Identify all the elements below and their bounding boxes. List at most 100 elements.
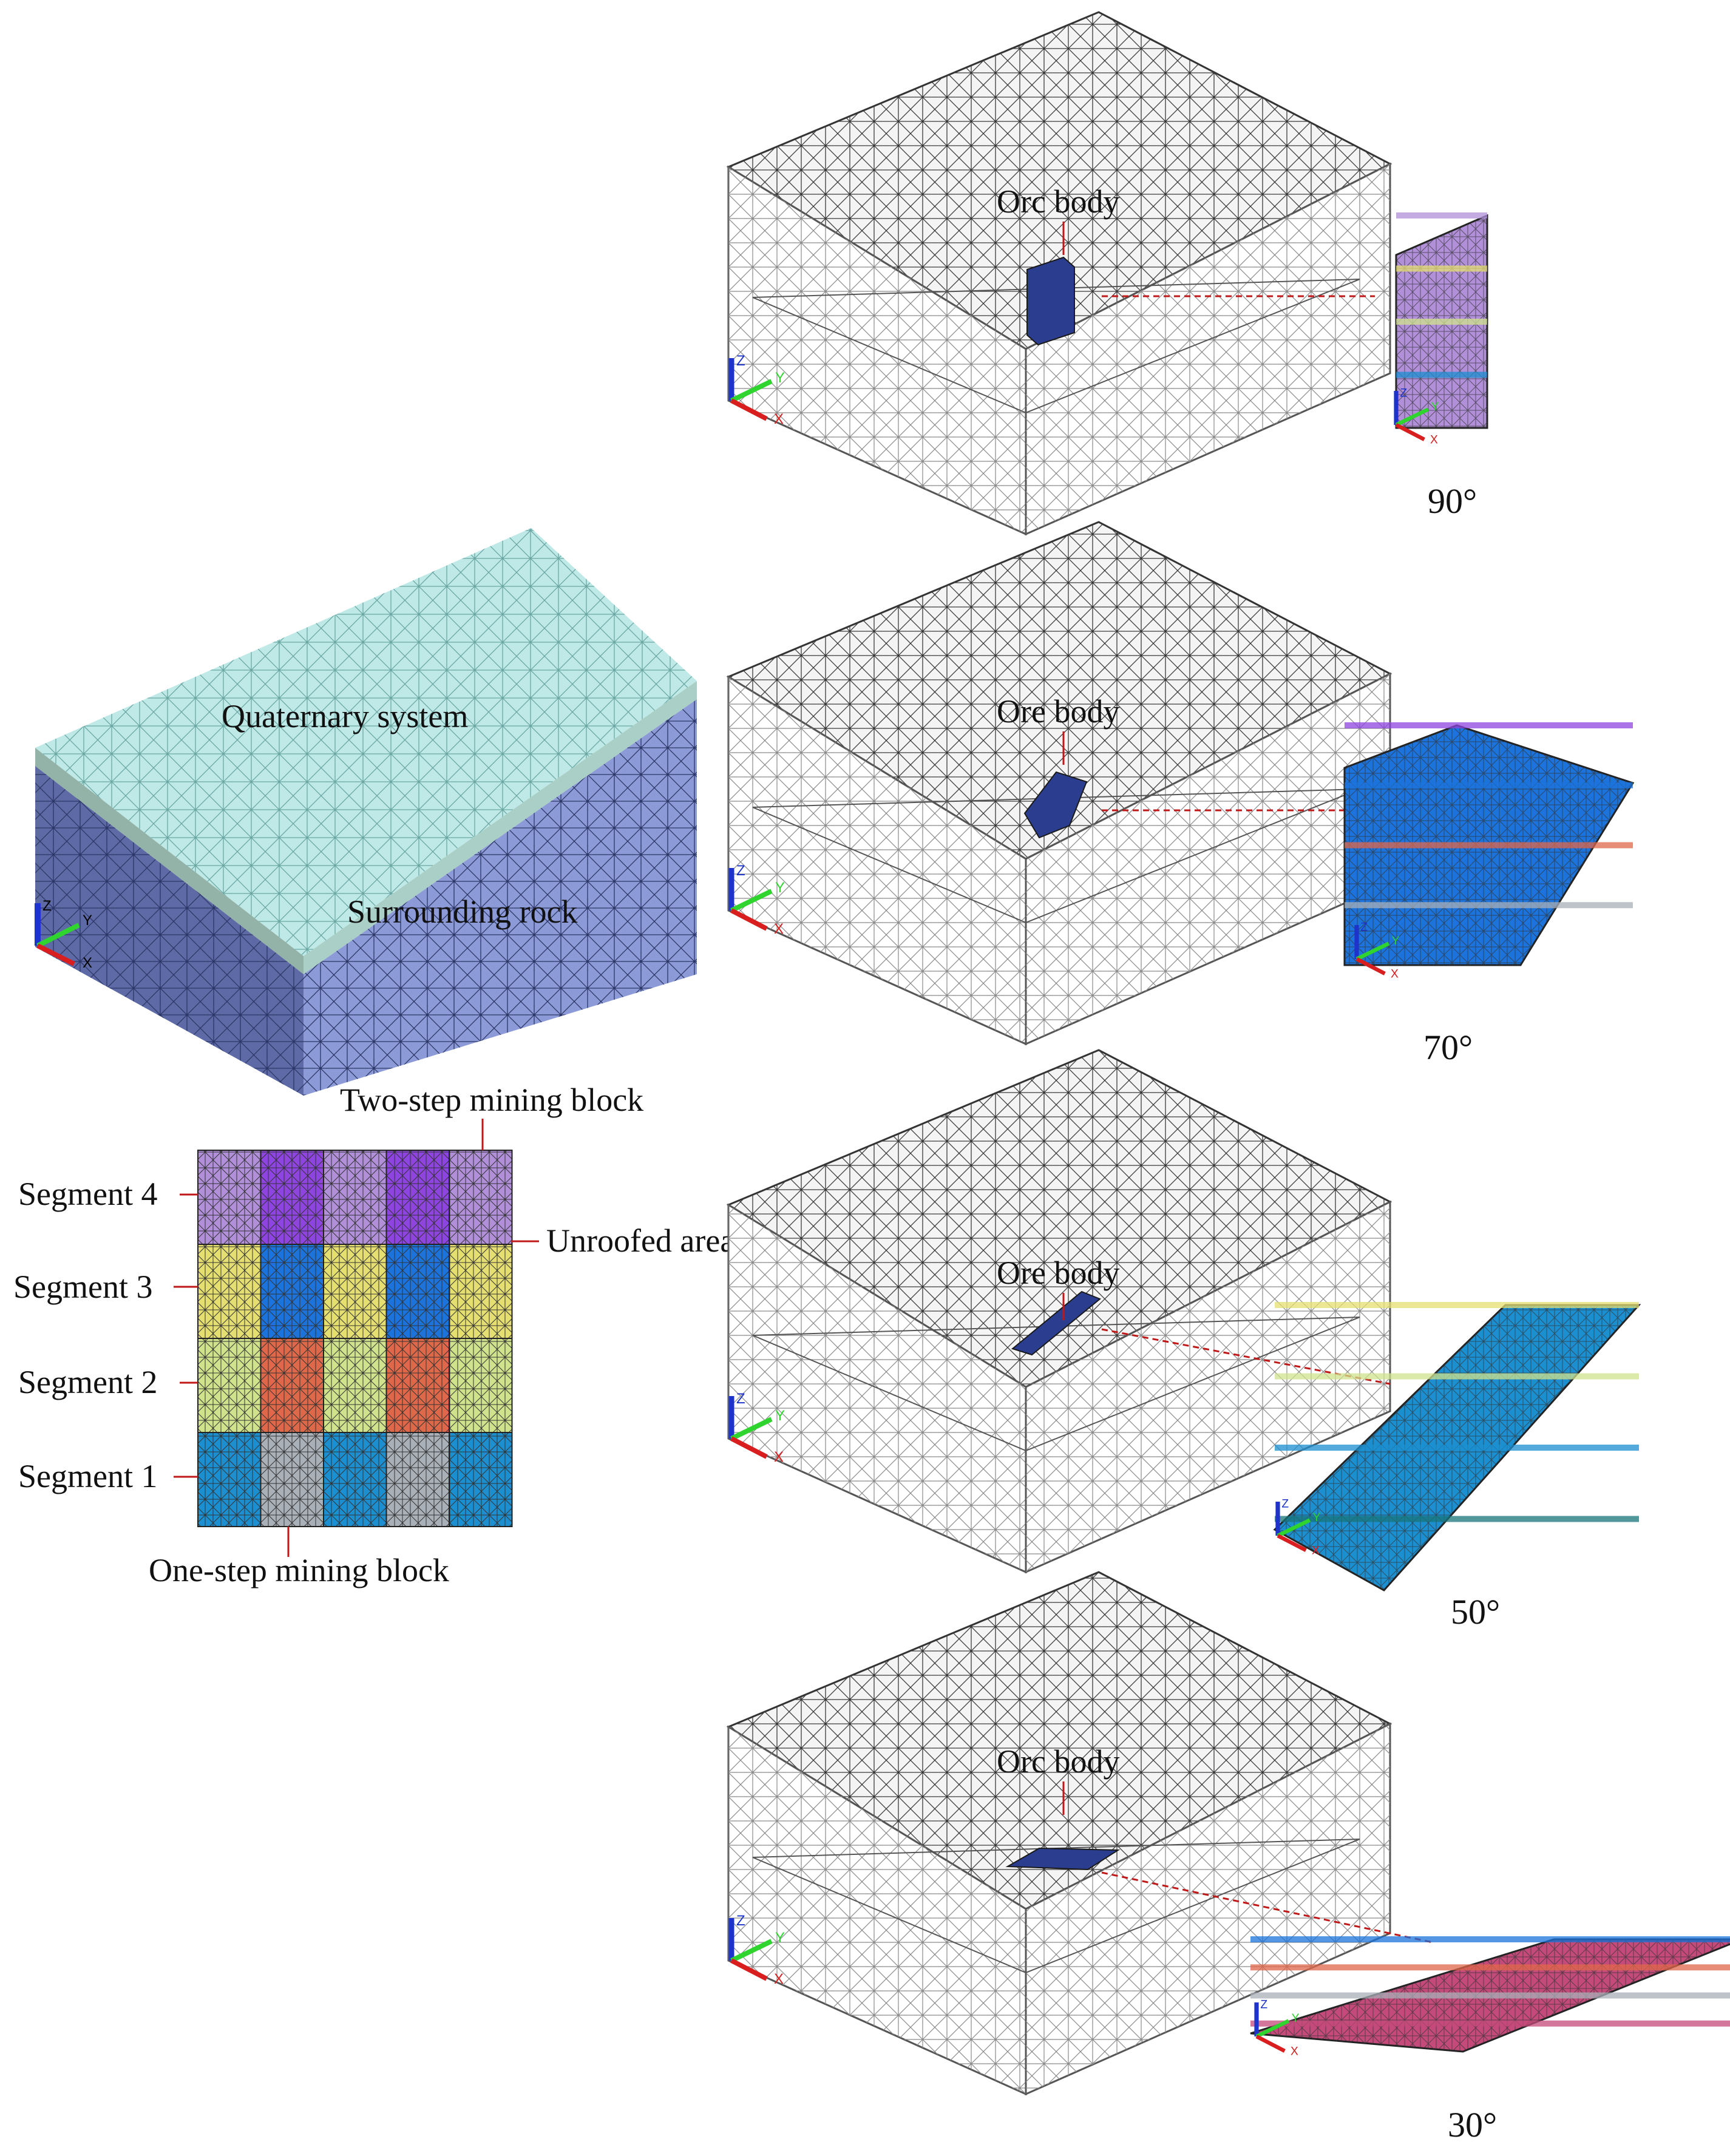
one-step-mining-block-label: One-step mining block bbox=[149, 1552, 449, 1588]
wireframe-top-mesh bbox=[728, 1572, 1390, 1909]
axis-x-arrow bbox=[730, 398, 768, 421]
axis-z-label: Z bbox=[1281, 1498, 1289, 1511]
axis-x-arrow bbox=[1355, 957, 1386, 975]
axis-y-arrow bbox=[1355, 941, 1390, 961]
axis-z-label: Z bbox=[736, 1913, 745, 1929]
mining-block-mesh bbox=[323, 1432, 387, 1527]
detail-connector bbox=[1101, 1328, 1391, 1385]
dip-angle-label: 30° bbox=[1448, 2105, 1497, 2144]
two-step-mining-block-label: Two-step mining block bbox=[340, 1082, 643, 1118]
full-model: Quaternary system Surrounding rock Z Y X bbox=[35, 528, 697, 1096]
axis-y-label: Y bbox=[1431, 401, 1439, 413]
wireframe-top-mesh bbox=[728, 1050, 1390, 1387]
mining-block-mesh bbox=[260, 1244, 324, 1339]
ore-body-label: Ore body bbox=[997, 1255, 1119, 1291]
axis-y-label: Y bbox=[1392, 935, 1400, 947]
mining-block-mesh bbox=[385, 1338, 450, 1433]
axis-y-label: Y bbox=[775, 1930, 785, 1946]
mining-block-mesh bbox=[385, 1432, 450, 1527]
mining-block-mesh bbox=[197, 1244, 262, 1339]
dip-angle-label: 90° bbox=[1428, 481, 1477, 521]
axis-x-arrow bbox=[730, 1958, 768, 1981]
mining-block-mesh bbox=[197, 1150, 262, 1245]
unroofed-area-label: Unroofed area bbox=[546, 1222, 734, 1259]
axis-y-label: Y bbox=[775, 370, 785, 386]
mining-block-mesh bbox=[323, 1150, 387, 1245]
ore-body-shape bbox=[1005, 1847, 1121, 1871]
axis-z-label: Z bbox=[736, 1391, 745, 1407]
segment-grid bbox=[197, 1150, 513, 1527]
axis-z-label: Z bbox=[1260, 1999, 1267, 2012]
wireframe-top-mesh bbox=[728, 522, 1390, 859]
segment-label: Segment 3 bbox=[13, 1269, 152, 1305]
axis-x-arrow bbox=[1395, 423, 1425, 441]
axis-triad: ZYX bbox=[728, 353, 785, 427]
mining-block-mesh bbox=[197, 1338, 262, 1433]
axis-x-label: X bbox=[1291, 2045, 1298, 2058]
axis-triad: ZYX bbox=[728, 1391, 785, 1465]
axis-y-arrow bbox=[1395, 407, 1430, 427]
mining-block-mesh bbox=[385, 1244, 450, 1339]
axis-triad: ZYX bbox=[1275, 1498, 1321, 1557]
mining-block-mesh bbox=[260, 1338, 324, 1433]
axis-z-label: Z bbox=[1400, 387, 1407, 400]
axis-x-arrow bbox=[1277, 1534, 1307, 1552]
quaternary-side-edge bbox=[304, 681, 697, 974]
axis-y-arrow bbox=[1277, 1518, 1311, 1537]
axis-x-arrow bbox=[1255, 2035, 1286, 2053]
axis-triad: ZYX bbox=[1254, 1999, 1300, 2058]
axis-x-label: X bbox=[1312, 1544, 1320, 1557]
axis-z-label: Z bbox=[736, 863, 745, 879]
quaternary-front-edge bbox=[35, 748, 304, 974]
wireframe-side-mesh bbox=[1026, 674, 1390, 1044]
axis-triad: Z Y X bbox=[35, 898, 92, 971]
axis-x-label: X bbox=[774, 1971, 784, 1987]
mining-block-mesh bbox=[449, 1432, 513, 1527]
mining-block-mesh bbox=[449, 1338, 513, 1433]
wireframe-side-mesh bbox=[1026, 164, 1390, 534]
axis-triad: ZYX bbox=[1354, 921, 1400, 980]
ore-body-label: Ore body bbox=[997, 693, 1119, 730]
axis-z-label: Z bbox=[42, 898, 52, 914]
axis-triad: Z Y X bbox=[1394, 387, 1439, 446]
dip-angle-label: 50° bbox=[1451, 1592, 1500, 1632]
axis-y-arrow bbox=[730, 379, 773, 403]
axis-y-label: Y bbox=[775, 1408, 785, 1424]
detail-connector bbox=[1101, 1871, 1433, 1944]
mining-block-mesh bbox=[197, 1432, 262, 1527]
axis-x-arrow bbox=[730, 1436, 768, 1459]
segment-labels: Segment 4 Segment 3 Segment 2 Segment 1 bbox=[13, 1176, 198, 1494]
mining-block-mesh bbox=[323, 1338, 387, 1433]
segment-label: Segment 1 bbox=[18, 1458, 157, 1494]
mining-block-mesh bbox=[260, 1432, 324, 1527]
mining-block-mesh bbox=[260, 1150, 324, 1245]
axis-y-arrow bbox=[730, 889, 773, 913]
mining-block-mesh bbox=[449, 1244, 513, 1339]
surrounding-rock-label: Surrounding rock bbox=[347, 893, 577, 930]
axis-triad: ZYX bbox=[728, 863, 785, 937]
ore-body-label: Orc body bbox=[997, 183, 1119, 220]
mining-block-mesh bbox=[385, 1150, 450, 1245]
axis-x-arrow bbox=[730, 908, 768, 931]
axis-y-arrow bbox=[730, 1417, 773, 1441]
axis-x-label: X bbox=[1430, 433, 1438, 446]
wireframe-side-mesh bbox=[1026, 1724, 1390, 2094]
mining-block-mesh bbox=[449, 1150, 513, 1245]
ore-body-shape bbox=[1026, 256, 1075, 346]
ore-body-shape bbox=[1023, 771, 1088, 839]
segment-label: Segment 2 bbox=[18, 1364, 157, 1400]
axis-x-label: X bbox=[774, 921, 784, 937]
quaternary-system-label: Quaternary system bbox=[222, 698, 468, 734]
axis-x-label: X bbox=[83, 955, 92, 971]
wireframe-top-mesh bbox=[728, 12, 1390, 349]
axis-z-label: Z bbox=[736, 353, 745, 369]
mining-block-mesh bbox=[323, 1244, 387, 1339]
axis-triad: Z Y X bbox=[728, 1913, 785, 1987]
